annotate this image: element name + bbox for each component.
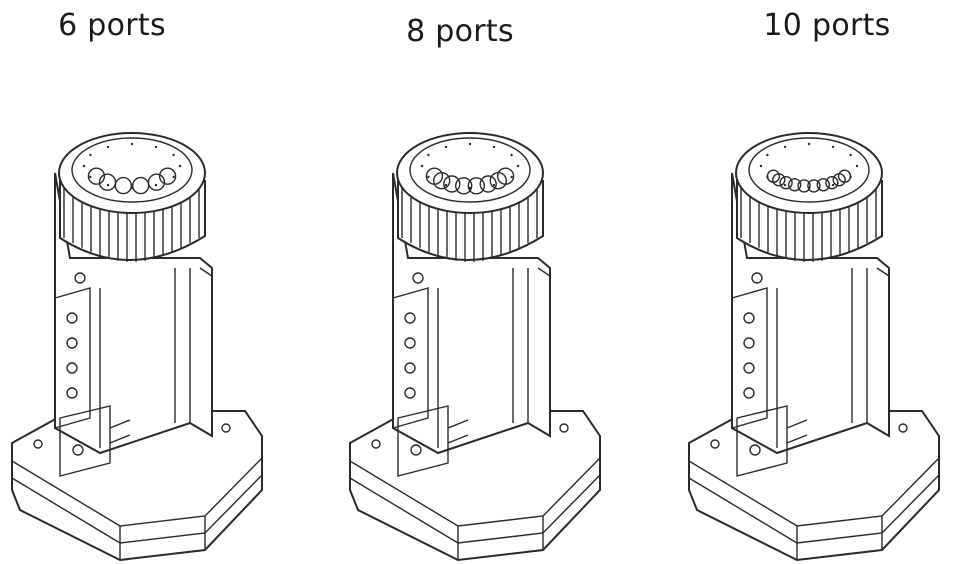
valve-drawing <box>338 118 638 564</box>
valve-drawing <box>0 118 300 564</box>
valve-variant-10-ports: 10 ports <box>677 0 957 564</box>
valve-variant-8-ports: 8 ports <box>338 0 638 564</box>
base-block <box>11 410 263 562</box>
knurled-cap <box>735 132 883 262</box>
motor-body <box>731 172 890 477</box>
valve-variant-6-ports: 6 ports <box>0 0 300 564</box>
valve-drawing <box>677 118 957 564</box>
port-count-label: 8 ports <box>406 14 514 49</box>
port-count-label: 10 ports <box>763 8 891 43</box>
base-block <box>349 410 601 562</box>
knurled-cap <box>396 132 544 262</box>
knurled-cap <box>58 132 206 262</box>
port-count-label: 6 ports <box>58 8 166 43</box>
